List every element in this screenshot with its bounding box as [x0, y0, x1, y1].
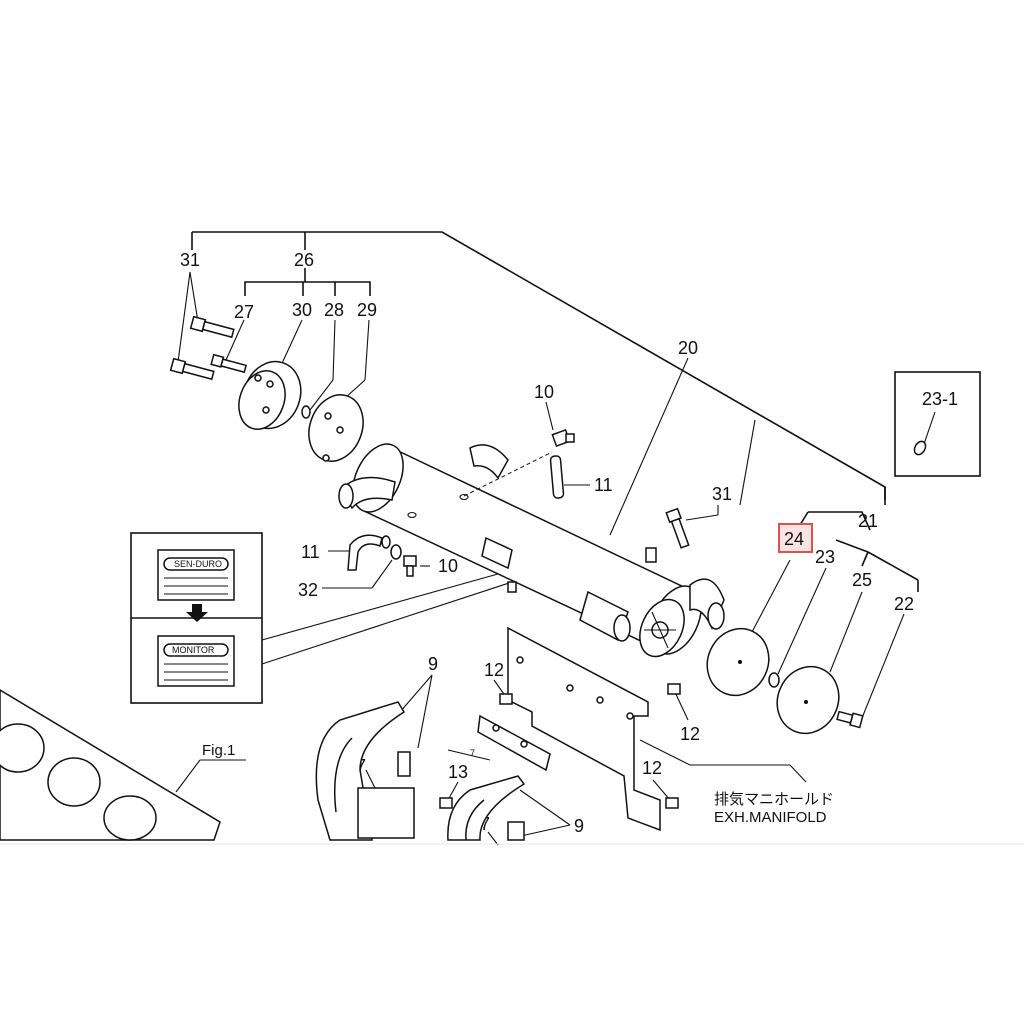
cover-plate-30	[238, 360, 302, 430]
label-7-a: 7	[356, 756, 366, 776]
exhaust-manifold-body-20	[338, 443, 725, 658]
label-28: 28	[324, 300, 344, 320]
manifold-ports	[0, 689, 221, 841]
label-22: 22	[894, 594, 914, 614]
o-ring-32	[390, 544, 402, 560]
bolt-22	[836, 710, 864, 729]
label-24[interactable]: 24	[784, 529, 804, 549]
highlight-box[interactable]	[778, 523, 813, 553]
label-31-mid: 31	[712, 484, 732, 504]
label-12-a: 12	[484, 660, 504, 680]
label-12-c: 12	[642, 758, 662, 778]
label-25: 25	[852, 570, 872, 590]
label-27: 27	[234, 302, 254, 322]
gasket-24-center	[738, 660, 742, 664]
label-23: 23	[815, 547, 835, 567]
o-ring-23	[768, 672, 780, 688]
inset-label-change: SEN-DURO MONITOR	[130, 532, 263, 704]
label-32: 32	[298, 580, 318, 600]
pipe-11-left	[347, 534, 391, 571]
label-12-b: 12	[680, 724, 700, 744]
label-10-left: 10	[438, 556, 458, 576]
inset-23-1: 23-1	[894, 371, 981, 477]
fitting-10-left	[403, 555, 417, 577]
highlighted-part-24[interactable]: 24	[778, 523, 813, 553]
label-9-top: 9	[428, 654, 438, 674]
label-7-b: 7	[480, 814, 490, 834]
section-caption: 排気マニホールド EXH.MANIFOLD	[714, 791, 834, 826]
label-13: 13	[448, 762, 468, 782]
cover-25-center	[804, 700, 808, 704]
caption-japanese: 排気マニホールド	[714, 791, 834, 808]
label-23-1: 23-1	[922, 389, 958, 409]
label-26: 26	[294, 250, 314, 270]
label-21: 21	[858, 511, 878, 531]
plate-sen-duro-text: SEN-DURO	[174, 559, 222, 569]
label-29: 29	[357, 300, 377, 320]
fitting-10-top	[551, 429, 575, 447]
o-ring-23-1	[913, 440, 927, 456]
mounting-bracket	[477, 626, 661, 832]
gasket-29	[308, 394, 364, 462]
label-10-top: 10	[534, 382, 554, 402]
bolts-12	[439, 683, 681, 809]
o-ring-28	[301, 405, 311, 419]
label-20: 20	[678, 338, 698, 358]
label-30: 30	[292, 300, 312, 320]
bolts-31	[169, 315, 247, 381]
cover-25	[776, 665, 840, 735]
label-11-left: 11	[301, 542, 320, 562]
arrow-down-icon	[186, 604, 208, 622]
label-9-bottom: 9	[574, 816, 584, 836]
part-number-labels: 31 26 27 30 28 29 20 10 11 31 21 23 25 2…	[180, 250, 914, 836]
pipe-11-top	[549, 455, 565, 499]
caption-english: EXH.MANIFOLD	[714, 809, 827, 826]
plate-monitor-text: MONITOR	[172, 645, 215, 655]
fig-1-reference: Fig.1	[202, 742, 235, 759]
svg-text:7: 7	[470, 748, 475, 758]
label-11-top: 11	[594, 475, 613, 495]
label-31-top: 31	[180, 250, 200, 270]
leader-lines	[175, 231, 919, 846]
heat-shields-9: 7	[315, 701, 526, 841]
bolt-31-mid	[665, 507, 690, 549]
